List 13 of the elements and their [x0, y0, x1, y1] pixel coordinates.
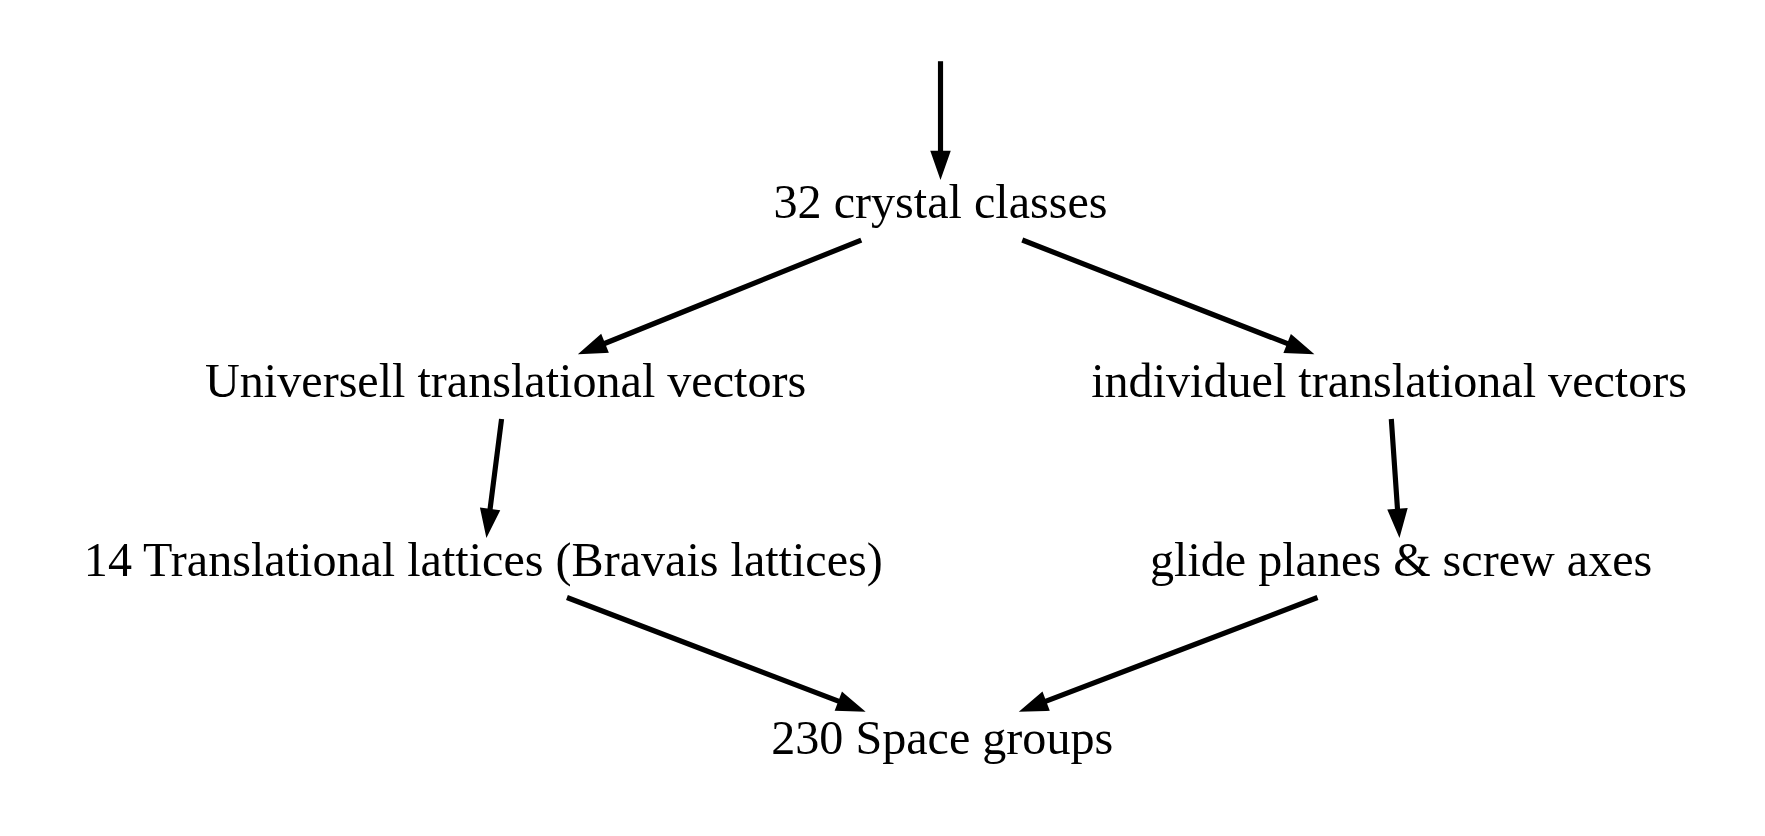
arrow — [566, 595, 866, 712]
arrow — [1018, 595, 1319, 712]
node-text: 14 Translational lattices (Bravais lattices) — [83, 532, 883, 586]
node-text: 230 Space groups — [771, 711, 1114, 765]
node-text: glide planes & screw axes — [1149, 532, 1653, 586]
node-text: Universell translational vectors — [205, 353, 807, 407]
node-text: 32 crystal classes — [773, 175, 1108, 229]
arrow — [1387, 418, 1408, 538]
arrow — [930, 61, 951, 181]
arrow — [479, 418, 505, 538]
arrow — [1021, 237, 1315, 355]
arrow — [577, 237, 863, 355]
node-text: individuel translational vectors — [1091, 353, 1688, 407]
